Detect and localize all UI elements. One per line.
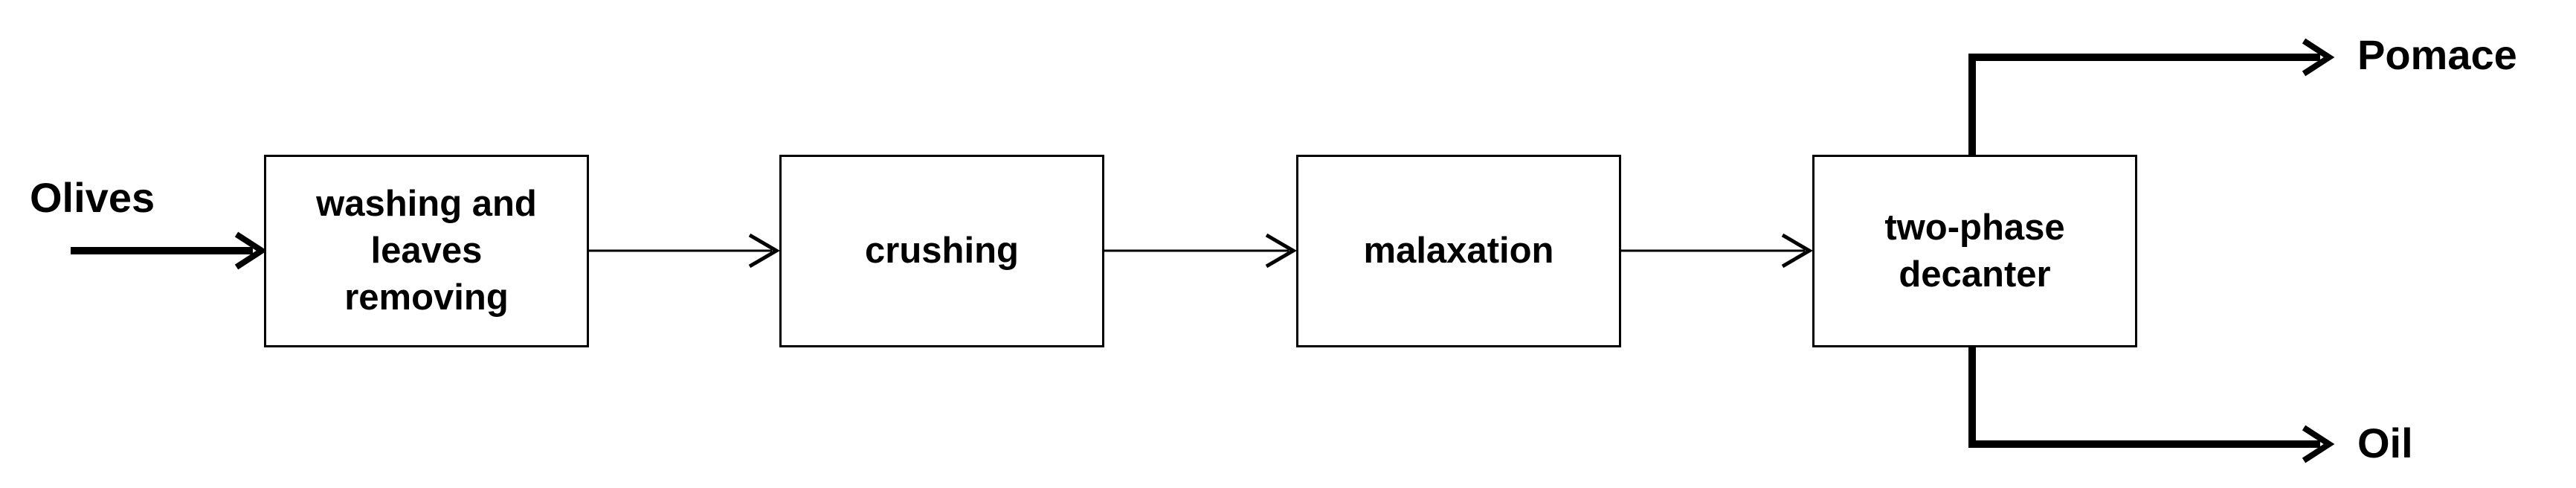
output-label-pomace: Pomace <box>2357 31 2517 78</box>
input-label: Olives <box>30 174 155 221</box>
step-label-malaxation: malaxation <box>1363 231 1554 272</box>
connector-arrow-1 <box>589 233 780 269</box>
connector-arrow-3 <box>1621 233 1813 269</box>
step-box-crushing: crushing <box>779 155 1104 347</box>
step-label-decanter: two-phase decanter <box>1884 207 2065 295</box>
input-arrow <box>71 231 268 270</box>
step-box-decanter: two-phase decanter <box>1812 155 2137 347</box>
output-label-oil: Oil <box>2357 420 2413 466</box>
pomace-output-arrow <box>1968 38 2335 155</box>
step-label-crushing: crushing <box>865 231 1019 272</box>
connector-arrow-2 <box>1104 233 1297 269</box>
oil-output-arrow <box>1968 347 2335 463</box>
step-box-malaxation: malaxation <box>1296 155 1621 347</box>
step-box-washing: washing and leaves removing <box>264 155 589 347</box>
step-label-washing: washing and leaves removing <box>316 184 537 318</box>
